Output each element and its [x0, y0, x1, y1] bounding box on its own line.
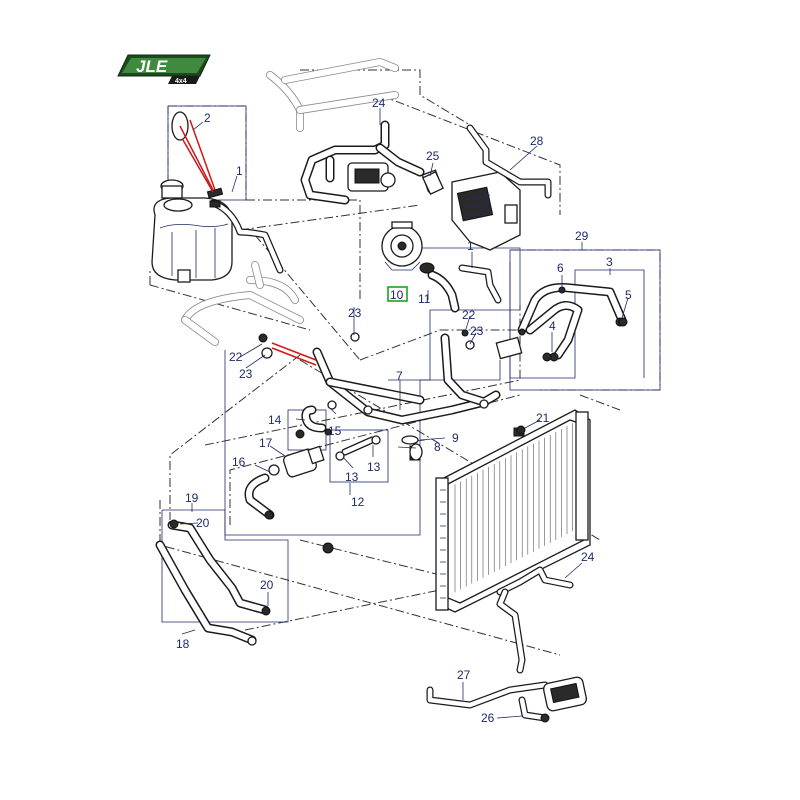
callout-1a: 1 [236, 164, 243, 178]
callout-10: 10 [390, 288, 404, 302]
callout-16: 16 [232, 455, 246, 469]
highlight-box-10 [387, 286, 408, 302]
callout-28: 28 [530, 134, 544, 148]
callout-22a: 22 [229, 350, 243, 364]
callout-26: 26 [481, 711, 495, 725]
callout-labels: 1 1 2 3 4 5 6 7 8 9 10 11 12 13 13 14 15… [176, 96, 632, 725]
callout-leaders [179, 108, 629, 719]
callout-23a: 23 [239, 367, 253, 381]
coolant-hose-10 [419, 262, 502, 313]
callout-7: 7 [396, 369, 403, 383]
hose-14 [295, 400, 337, 439]
callout-4: 4 [549, 319, 556, 333]
callout-5: 5 [625, 288, 632, 302]
callout-1b: 1 [467, 239, 474, 253]
callout-3: 3 [606, 255, 613, 269]
callout-20a: 20 [196, 516, 210, 530]
thermostat-assembly [244, 435, 381, 520]
small-fittings [258, 171, 628, 461]
logo-brand: JLE [136, 57, 168, 76]
callout-27: 27 [457, 668, 471, 682]
radiator-hose-7 [312, 333, 501, 425]
callout-18: 18 [176, 637, 190, 651]
callout-14: 14 [268, 413, 282, 427]
callout-9: 9 [452, 431, 459, 445]
jle-logo: JLE 4x4 [117, 54, 211, 85]
callout-21: 21 [536, 411, 550, 425]
connector-lines [149, 69, 661, 656]
callout-23c: 23 [470, 324, 484, 338]
hose-group-29 [495, 283, 627, 362]
callout-19: 19 [185, 491, 199, 505]
red-leader-lines [271, 342, 317, 366]
callout-23b: 23 [348, 306, 362, 320]
ghost-hoses [181, 58, 399, 346]
radiator [407, 409, 591, 613]
callout-17: 17 [259, 436, 273, 450]
callout-24b: 24 [581, 550, 595, 564]
callout-15: 15 [328, 424, 342, 438]
logo-sub: 4x4 [175, 78, 187, 85]
hose-18-assembly [155, 519, 334, 646]
callout-29: 29 [575, 229, 589, 243]
callout-13b: 13 [367, 460, 381, 474]
callout-2: 2 [204, 111, 211, 125]
callout-13a: 13 [345, 470, 359, 484]
lower-hose-assembly [426, 566, 588, 723]
auxiliary-pump [381, 221, 423, 271]
callout-8: 8 [434, 440, 441, 454]
callout-20b: 20 [260, 578, 274, 592]
heater-hose-assembly-top [300, 120, 443, 205]
callout-12: 12 [351, 495, 365, 509]
oil-cooler-housing [451, 124, 552, 251]
callout-22b: 22 [462, 308, 476, 322]
callout-25: 25 [426, 149, 440, 163]
expansion-tank [151, 111, 284, 283]
callout-6: 6 [557, 261, 564, 275]
callout-11: 11 [418, 292, 431, 306]
callout-24a: 24 [372, 96, 386, 110]
